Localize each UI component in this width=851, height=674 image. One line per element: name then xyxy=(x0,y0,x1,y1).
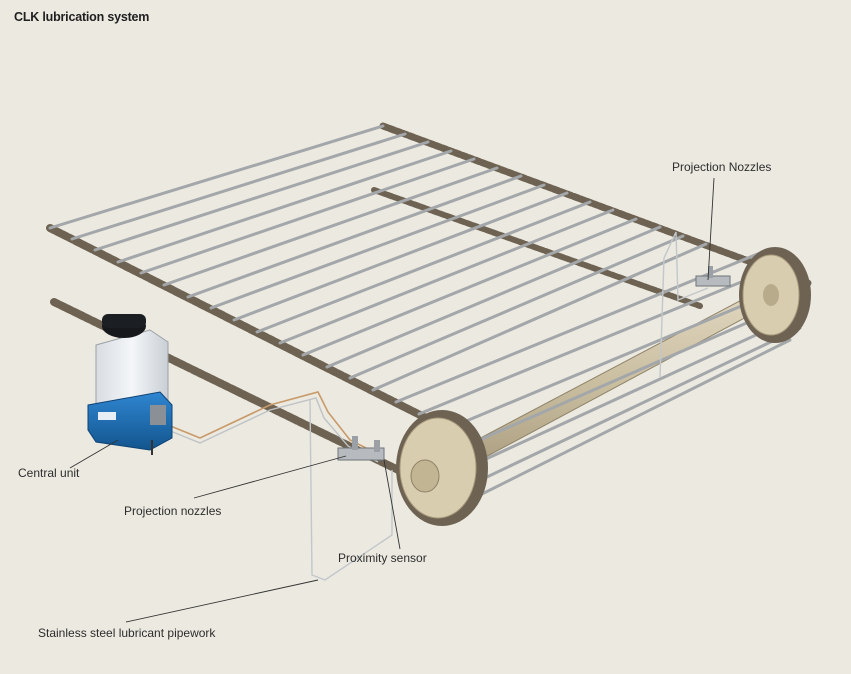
chain-back xyxy=(379,122,812,287)
front-sprocket xyxy=(396,410,488,526)
diagram-title: CLK lubrication system xyxy=(14,10,150,24)
label-central-unit: Central unit xyxy=(18,466,80,480)
rear-nozzle-bracket xyxy=(695,266,731,287)
chain-left xyxy=(46,224,434,424)
label-projection-nozzles: Projection nozzles xyxy=(124,504,222,518)
lubricant-pipework xyxy=(167,231,709,581)
leader-central-unit xyxy=(69,439,119,469)
central-unit xyxy=(87,314,173,455)
leader-proximity-sensor xyxy=(383,459,401,550)
conveyor-rods xyxy=(48,124,810,502)
rear-sprocket xyxy=(739,247,811,343)
label-proximity-sensor: Proximity sensor xyxy=(338,551,427,565)
label-projection-nozzles-top: Projection Nozzles xyxy=(672,160,772,174)
front-nozzle-bracket xyxy=(337,436,385,461)
label-lubricant-pipework: Stainless steel lubricant pipework xyxy=(38,626,216,640)
leader-projection-nozzles xyxy=(193,455,347,499)
leader-top-nozzles xyxy=(707,177,715,281)
leader-pipework xyxy=(125,579,319,623)
